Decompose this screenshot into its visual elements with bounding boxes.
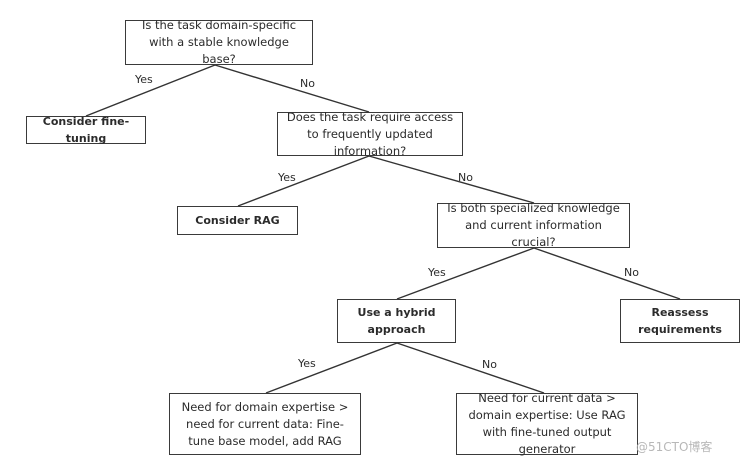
- edge-label-hybrid-yes: Yes: [298, 357, 316, 370]
- node-consider-rag: Consider RAG: [177, 206, 298, 235]
- edge-label-hybrid-no: No: [482, 358, 497, 371]
- node-consider-fine-tuning: Consider fine-tuning: [26, 115, 146, 145]
- edge-hybrid-no: [396, 342, 545, 394]
- edge-q2-no: [368, 155, 535, 204]
- edge-q2-yes: [237, 155, 370, 207]
- node-leaf-domain-expertise: Need for domain expertise > need for cur…: [169, 393, 361, 455]
- edge-label-q2-no: No: [458, 171, 473, 184]
- node-leaf-current-data: Need for current data > domain expertise…: [456, 391, 638, 456]
- node-hybrid-approach: Use a hybrid approach: [337, 299, 456, 343]
- edge-q1-no: [214, 64, 370, 113]
- edge-label-q3-yes: Yes: [428, 266, 446, 279]
- watermark: @51CTO博客: [636, 440, 713, 454]
- edge-label-q3-no: No: [624, 266, 639, 279]
- node-updated-info-question: Does the task require access to frequent…: [277, 110, 463, 158]
- edge-q3-no: [533, 247, 681, 300]
- edge-q1-yes: [85, 64, 216, 117]
- node-reassess-requirements: Reassess requirements: [620, 299, 740, 343]
- edge-q3-yes: [396, 247, 535, 300]
- node-domain-specific-question: Is the task domain-specific with a stabl…: [125, 18, 313, 66]
- edge-label-q2-yes: Yes: [278, 171, 296, 184]
- edge-label-q1-no: No: [300, 77, 315, 90]
- node-both-crucial-question: Is both specialized knowledge and curren…: [437, 201, 630, 249]
- edge-hybrid-yes: [265, 342, 398, 394]
- edge-label-q1-yes: Yes: [135, 73, 153, 86]
